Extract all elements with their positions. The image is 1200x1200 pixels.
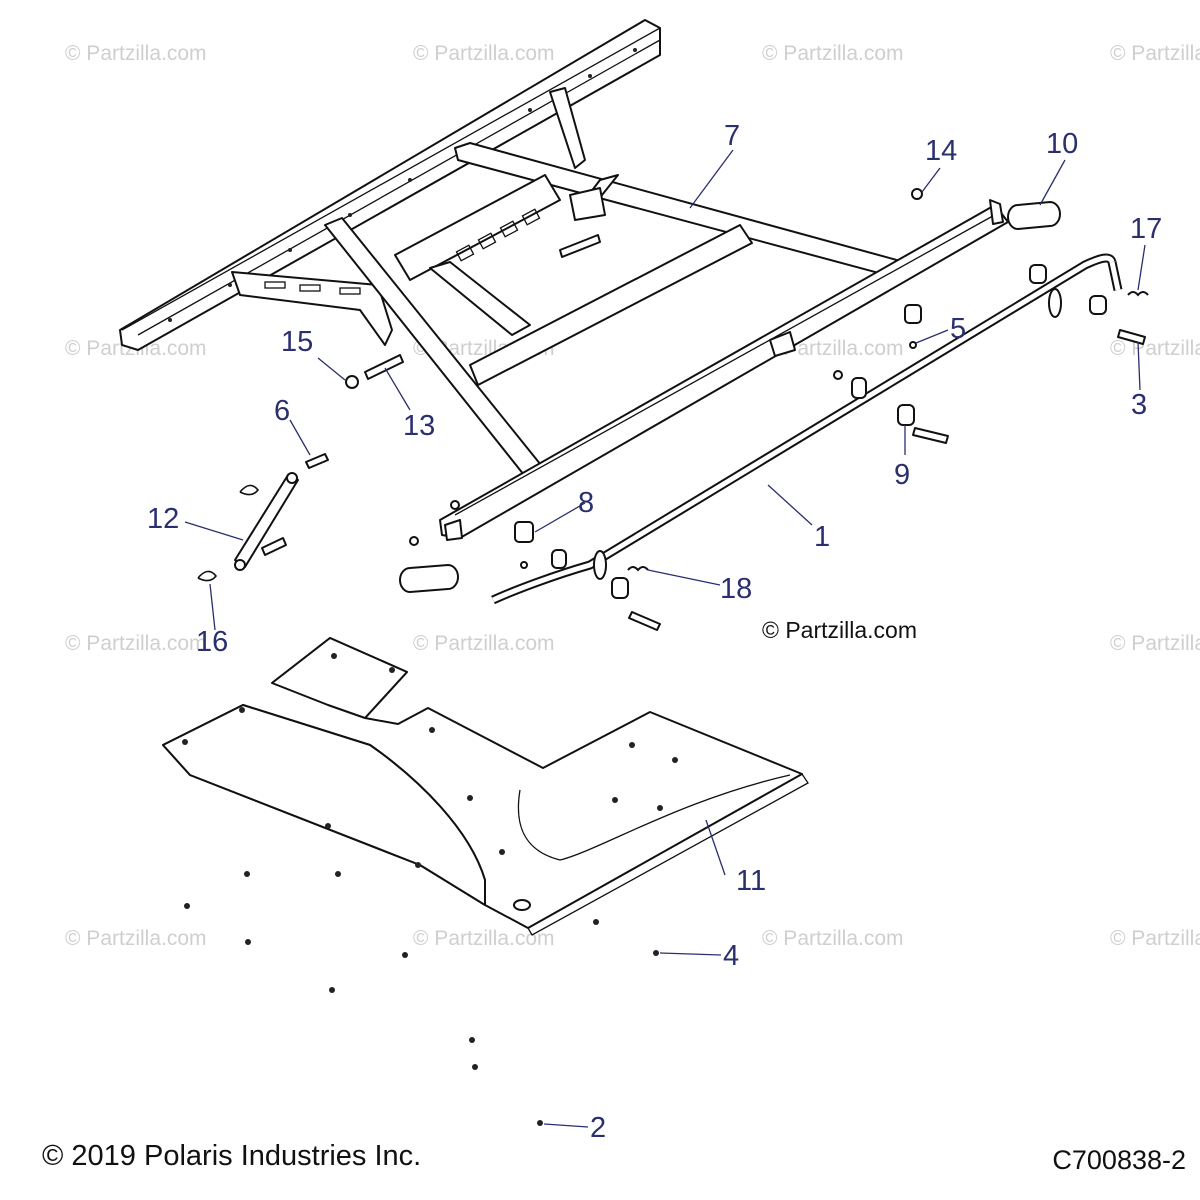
callout-7: 7: [724, 120, 740, 152]
stabilizer-bar: [491, 253, 1123, 605]
callout-6: 6: [274, 395, 290, 427]
callout-11: 11: [736, 865, 766, 897]
watermark: © Partzilla.com: [762, 927, 904, 950]
callout-3: 3: [1131, 389, 1147, 421]
callout-13: 13: [403, 410, 435, 442]
watermark: © Partzilla.com: [762, 42, 904, 65]
callout-18: 18: [720, 573, 752, 605]
watermark: © Partzilla.com: [413, 42, 555, 65]
diagram-code: C700838-2: [1052, 1145, 1186, 1175]
leader-lines: [184, 149, 1146, 1128]
partzilla-credit: © Partzilla.com: [762, 617, 917, 643]
skid-plate: [162, 637, 809, 936]
callouts: 1 2 3 4 5 6 7 8 9 10 11 12 13 14 15 16 1…: [147, 120, 1162, 1144]
watermark: © Partzilla.com: [1110, 42, 1200, 65]
callout-15: 15: [281, 326, 313, 358]
watermark: © Partzilla.com: [1110, 632, 1200, 655]
watermark: © Partzilla.com: [413, 632, 555, 655]
callout-10: 10: [1046, 128, 1078, 160]
watermark: © Partzilla.com: [65, 927, 207, 950]
callout-4: 4: [723, 940, 739, 972]
watermark: © Partzilla.com: [1110, 337, 1200, 360]
callout-9: 9: [894, 459, 910, 491]
callout-5: 5: [950, 313, 966, 345]
callout-2: 2: [590, 1112, 606, 1144]
callout-17: 17: [1130, 213, 1162, 245]
callout-14: 14: [925, 135, 957, 167]
watermark: © Partzilla.com: [65, 632, 207, 655]
watermark: © Partzilla.com: [1110, 927, 1200, 950]
rivets: [184, 871, 659, 1126]
callout-12: 12: [147, 503, 179, 535]
watermark: © Partzilla.com: [413, 927, 555, 950]
callout-8: 8: [578, 487, 594, 519]
callout-16: 16: [196, 626, 228, 658]
hardware-parts: [197, 188, 1149, 631]
copyright-notice: © 2019 Polaris Industries Inc.: [42, 1140, 422, 1172]
watermark: © Partzilla.com: [65, 42, 207, 65]
frame-assembly: [119, 19, 1009, 541]
watermarks: © Partzilla.com © Partzilla.com © Partzi…: [65, 42, 1200, 950]
callout-1: 1: [814, 521, 830, 553]
